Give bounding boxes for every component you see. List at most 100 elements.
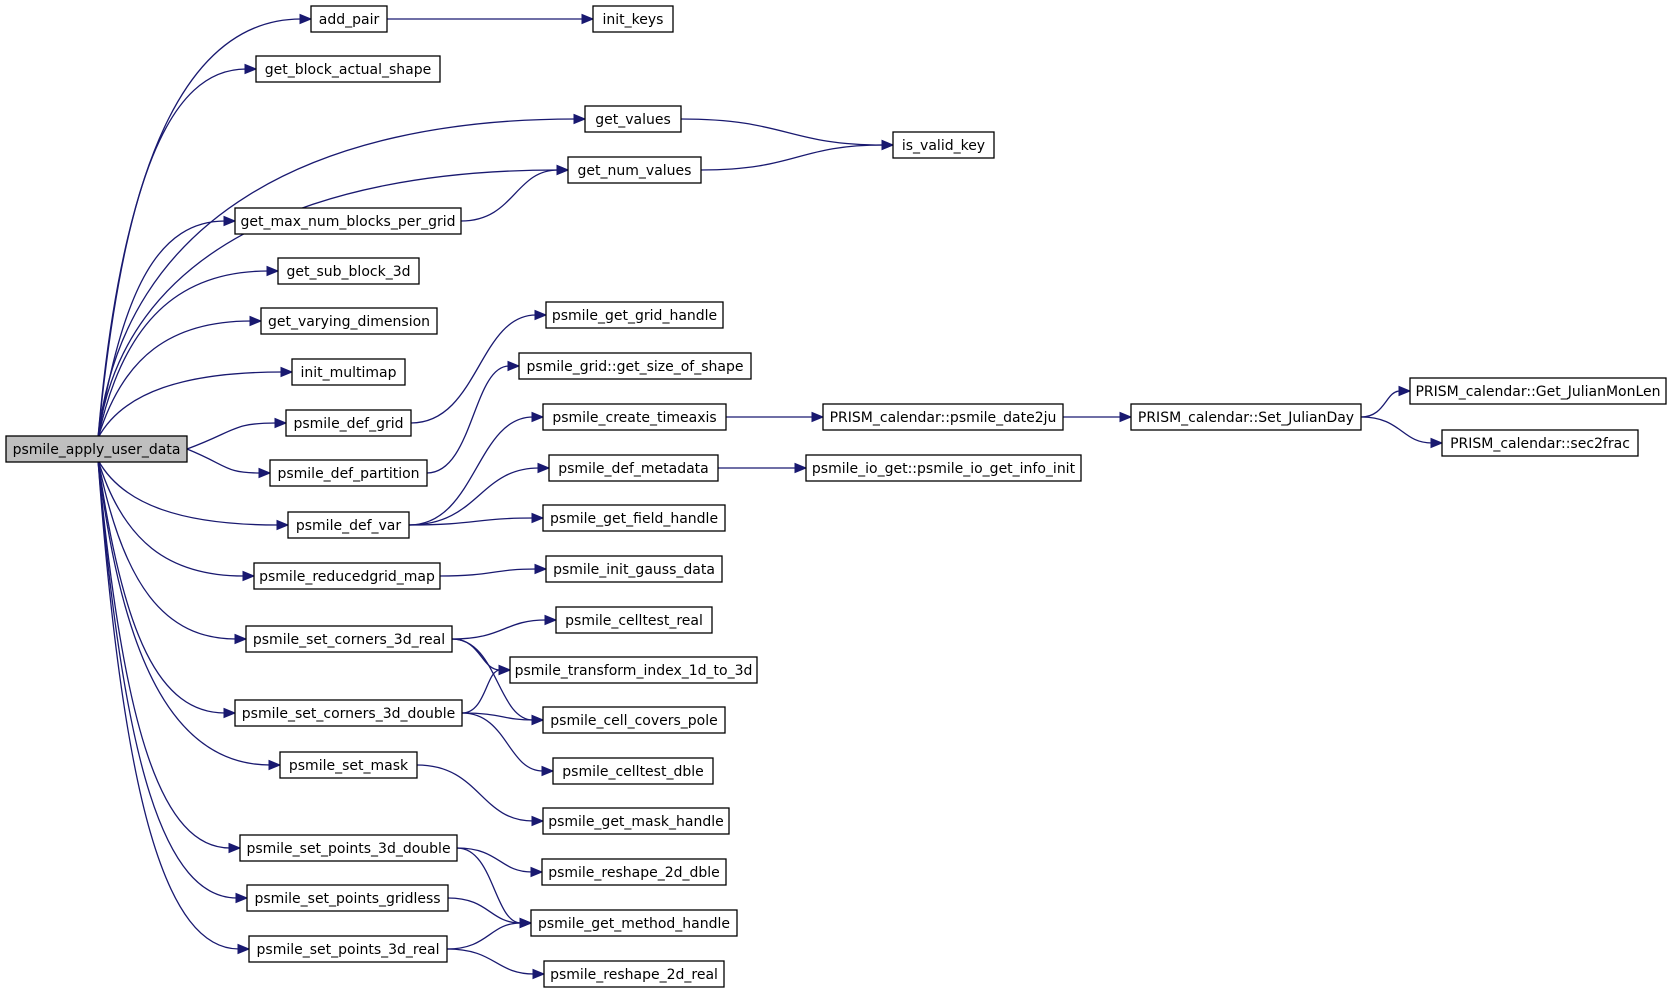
node-box	[291, 358, 406, 386]
node-label: get_varying_dimension	[268, 314, 430, 330]
node-box	[269, 459, 428, 487]
function-node[interactable]: psmile_io_get::psmile_io_get_info_init	[805, 454, 1082, 482]
function-node[interactable]: get_max_num_blocks_per_grid	[234, 207, 462, 235]
function-node[interactable]: psmile_get_mask_handle	[542, 807, 730, 835]
function-node[interactable]: psmile_set_corners_3d_real	[245, 625, 453, 653]
arrowhead-icon	[556, 164, 570, 176]
function-node[interactable]: init_multimap	[291, 358, 406, 386]
call-edge-line	[456, 847, 522, 924]
function-node[interactable]: PRISM_calendar::Get_JulianMonLen	[1409, 377, 1667, 405]
call-edge-line	[97, 459, 238, 899]
arrowhead-icon	[266, 265, 280, 277]
node-box	[260, 307, 438, 335]
function-node[interactable]: psmile_transform_index_1d_to_3d	[509, 656, 758, 684]
function-node[interactable]: get_varying_dimension	[260, 307, 438, 335]
arrowhead-icon	[531, 714, 545, 726]
node-box	[805, 454, 1082, 482]
function-node[interactable]: get_num_values	[567, 156, 702, 184]
node-box	[279, 751, 418, 779]
call-edge	[186, 417, 288, 450]
function-node[interactable]: psmile_set_points_gridless	[246, 884, 449, 912]
node-box	[542, 403, 727, 431]
node-label: psmile_set_points_gridless	[254, 891, 440, 907]
function-node[interactable]: psmile_celltest_real	[555, 606, 713, 634]
function-node[interactable]: PRISM_calendar::Set_JulianDay	[1130, 403, 1362, 431]
function-node[interactable]: psmile_get_method_handle	[530, 909, 738, 937]
node-label: psmile_init_gauss_data	[553, 562, 715, 578]
function-node[interactable]: init_keys	[592, 5, 674, 33]
function-node[interactable]: get_block_actual_shape	[255, 55, 441, 83]
call-edge	[186, 448, 272, 479]
call-edge-line	[1360, 416, 1433, 444]
call-edge-line	[461, 712, 544, 772]
call-edge-line	[97, 270, 269, 439]
arrowhead-icon	[531, 512, 545, 524]
call-edge-line	[451, 638, 534, 721]
arrowhead-icon	[274, 417, 288, 429]
call-edge-line	[97, 459, 226, 714]
call-edge	[97, 459, 251, 955]
arrowhead-icon	[276, 519, 290, 531]
function-node[interactable]: psmile_create_timeaxis	[542, 403, 727, 431]
function-node[interactable]: psmile_set_points_3d_double	[239, 834, 458, 862]
node-box	[509, 656, 758, 684]
node-box	[555, 606, 713, 634]
call-edge	[461, 712, 545, 726]
function-node[interactable]: psmile_reshape_2d_dble	[541, 858, 727, 886]
function-node[interactable]: psmile_cell_covers_pole	[542, 706, 726, 734]
function-node[interactable]: add_pair	[310, 5, 388, 33]
node-box	[567, 156, 702, 184]
call-edge-line	[97, 459, 245, 577]
function-node[interactable]: psmile_celltest_dble	[552, 757, 714, 785]
node-label: psmile_def_grid	[293, 416, 403, 432]
call-edge	[410, 309, 548, 424]
root-node: psmile_apply_user_data	[5, 435, 188, 463]
function-node[interactable]: psmile_def_metadata	[548, 454, 719, 482]
arrowhead-icon	[244, 63, 258, 75]
arrowhead-icon	[534, 563, 548, 575]
arrowhead-icon	[573, 113, 587, 125]
call-edge	[97, 215, 237, 439]
function-node[interactable]: PRISM_calendar::sec2frac	[1441, 429, 1639, 457]
node-label: psmile_set_corners_3d_real	[253, 632, 445, 648]
function-node[interactable]: psmile_set_corners_3d_double	[234, 699, 463, 727]
node-box	[542, 807, 730, 835]
function-node[interactable]: is_valid_key	[892, 131, 995, 159]
node-label: psmile_set_points_3d_double	[246, 841, 450, 857]
function-node[interactable]: get_sub_block_3d	[277, 257, 420, 285]
function-node[interactable]: get_values	[584, 105, 682, 133]
arrowhead-icon	[223, 215, 237, 227]
arrowhead-icon	[537, 462, 551, 474]
function-node[interactable]: psmile_reshape_2d_real	[543, 960, 725, 988]
function-node[interactable]: psmile_init_gauss_data	[545, 555, 723, 583]
function-node[interactable]: psmile_set_points_3d_real	[248, 935, 448, 963]
node-label: is_valid_key	[902, 138, 985, 154]
function-node[interactable]: psmile_def_partition	[269, 459, 428, 487]
call-edge	[97, 459, 242, 854]
node-label: get_block_actual_shape	[265, 62, 432, 78]
call-edge	[97, 315, 263, 439]
function-node[interactable]: psmile_def_var	[287, 511, 410, 539]
arrowhead-icon	[237, 943, 251, 955]
node-label: get_num_values	[578, 163, 692, 179]
node-label: psmile_def_metadata	[558, 461, 709, 477]
call-edge	[700, 139, 895, 171]
call-edge	[461, 712, 555, 777]
node-label: psmile_set_mask	[289, 758, 409, 774]
function-node[interactable]: psmile_set_mask	[279, 751, 418, 779]
node-box	[1130, 403, 1362, 431]
function-node[interactable]: PRISM_calendar::psmile_date2ju	[822, 403, 1064, 431]
arrowhead-icon	[223, 707, 237, 719]
function-node[interactable]: psmile_get_field_handle	[542, 504, 726, 532]
function-node[interactable]: psmile_get_grid_handle	[545, 301, 724, 329]
function-node[interactable]: psmile_grid::get_size_of_shape	[518, 352, 752, 380]
node-label: psmile_celltest_real	[565, 613, 703, 629]
node-label: psmile_celltest_dble	[562, 764, 703, 780]
node-label: psmile_cell_covers_pole	[550, 713, 717, 729]
call-edge	[461, 664, 512, 714]
call-edge	[416, 764, 545, 827]
call-edge	[456, 847, 533, 929]
node-box	[518, 352, 752, 380]
function-node[interactable]: psmile_def_grid	[285, 409, 412, 437]
function-node[interactable]: psmile_reducedgrid_map	[253, 562, 441, 590]
